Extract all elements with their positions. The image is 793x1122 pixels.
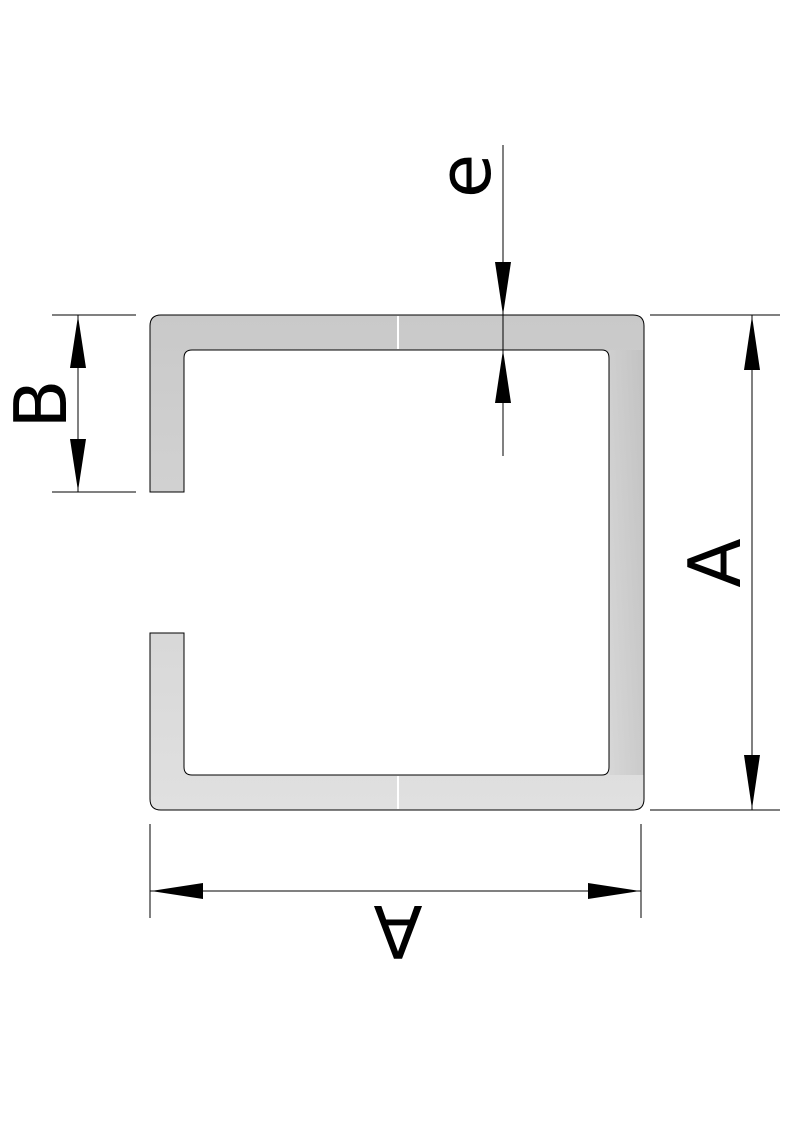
profile-shape xyxy=(149,314,645,811)
lip-label: B xyxy=(0,379,83,428)
width-dimension: A xyxy=(149,824,642,973)
height-label: A xyxy=(673,538,757,587)
width-label: A xyxy=(373,889,422,973)
thickness-dimension: e xyxy=(423,145,511,456)
height-dimension: A xyxy=(650,314,780,811)
thickness-label: e xyxy=(423,154,507,198)
lip-dimension: B xyxy=(0,314,136,493)
